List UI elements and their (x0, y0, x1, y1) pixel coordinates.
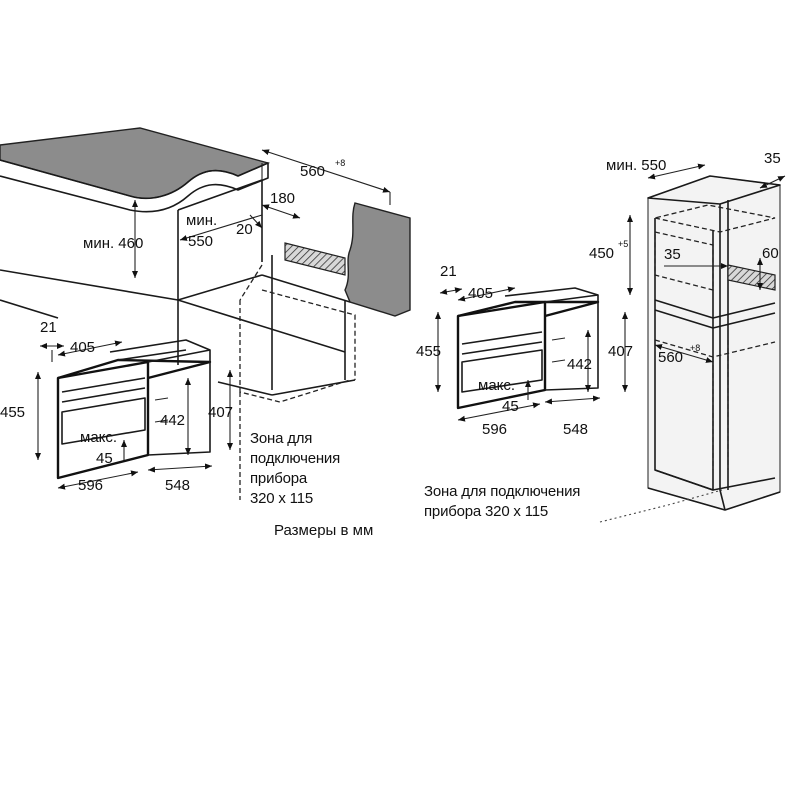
worktop-left (0, 127, 271, 199)
dim-560-tolerance: +8 (690, 343, 700, 353)
left-installation: мин. 460 мин. 550 560 +8 180 20 21 405 4… (0, 127, 411, 539)
dim-407: 407 (208, 404, 233, 421)
tall-cabinet-side (647, 175, 781, 511)
svg-text:Зона для подключения: Зона для подключения (424, 483, 580, 500)
dim-560-tolerance: +8 (335, 158, 345, 168)
dim-35-top: 35 (764, 150, 781, 167)
dim-450: 450 (589, 245, 614, 262)
right-installation: мин. 550 35 450 +5 35 60 560 +8 21 405 4… (416, 150, 786, 523)
dim-442: 442 (160, 412, 185, 429)
dim-455: 455 (0, 404, 25, 421)
dim-20: 20 (236, 221, 253, 238)
dim-180: 180 (270, 190, 295, 207)
svg-text:прибора 320 x 115: прибора 320 x 115 (424, 503, 548, 520)
dim-min-550: мин. 550 (606, 157, 666, 174)
dim-min-label: мин. (186, 212, 217, 229)
dim-450-tolerance: +5 (618, 239, 628, 249)
dim-45: 45 (502, 398, 519, 415)
svg-text:320 x 115: 320 x 115 (250, 490, 313, 507)
dim-548: 548 (165, 477, 190, 494)
dim-455: 455 (416, 343, 441, 360)
dim-max-label: макс. (478, 377, 515, 394)
units-note: Размеры в мм (274, 522, 373, 539)
dim-442: 442 (567, 356, 592, 373)
dim-60: 60 (762, 245, 779, 262)
left-connection-zone-label: Зона для подключения прибора 320 x 115 (250, 430, 340, 507)
dim-407: 407 (608, 343, 633, 360)
dim-min-460: мин. 460 (83, 235, 143, 252)
right-oven (456, 287, 600, 410)
right-connection-zone-label: Зона для подключения прибора 320 x 115 (424, 483, 581, 520)
dim-550: 550 (188, 233, 213, 250)
left-vent (284, 242, 346, 276)
dim-max-label: макс. (80, 429, 117, 446)
dim-405: 405 (70, 339, 95, 356)
dim-596: 596 (78, 477, 103, 494)
svg-text:Зона для: Зона для (250, 430, 312, 447)
dim-45: 45 (96, 450, 113, 467)
dim-560: 560 (300, 163, 325, 180)
dim-560: 560 (658, 349, 683, 366)
dim-405: 405 (468, 285, 493, 302)
dim-35-vent: 35 (664, 246, 681, 263)
dim-548: 548 (563, 421, 588, 438)
left-oven (56, 339, 212, 480)
worktop-right (344, 202, 411, 317)
svg-text:прибора: прибора (250, 470, 308, 487)
svg-text:подключения: подключения (250, 450, 340, 467)
dim-21: 21 (40, 319, 57, 336)
dim-596: 596 (482, 421, 507, 438)
dim-21: 21 (440, 263, 457, 280)
